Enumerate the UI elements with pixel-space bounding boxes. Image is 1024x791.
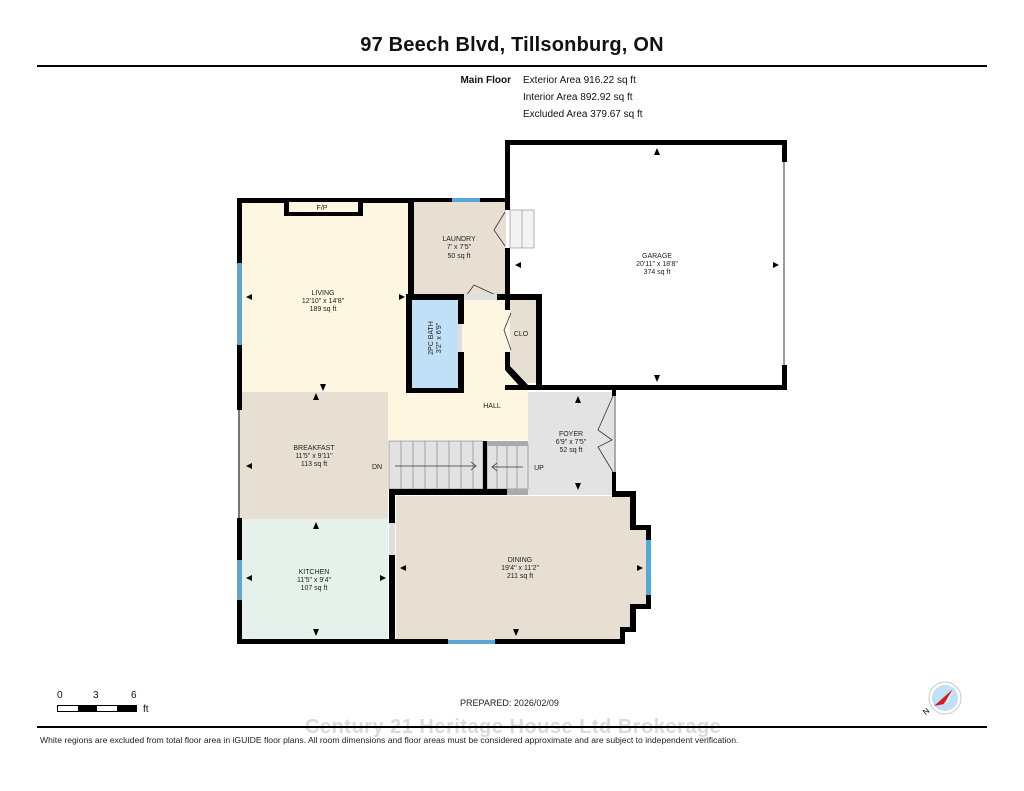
room-laundry[interactable] [414, 202, 506, 298]
room-breakfast[interactable] [240, 392, 388, 519]
room-labels: LIVING 12'10" x 14'8" 189 sq ft F/P LAUN… [293, 205, 678, 592]
exterior-area: Exterior Area 916.22 sq ft [523, 75, 636, 86]
dining-dims: 19'4" x 11'2" [501, 565, 539, 572]
garage-dims: 20'11" x 18'8" [636, 261, 678, 268]
bath-dims: 3'2" x 6'9" [436, 322, 443, 353]
stairs-up-label: UP [534, 465, 544, 472]
room-garage[interactable] [510, 143, 784, 387]
garage-steps [509, 209, 535, 249]
fireplace-label: F/P [317, 205, 328, 212]
floor-label: Main Floor [460, 75, 511, 86]
scale-tick-3: 3 [93, 690, 99, 701]
breakfast-dims: 11'5" x 9'11" [295, 453, 333, 460]
staircase[interactable] [388, 440, 529, 495]
garage-name: GARAGE [642, 253, 672, 260]
foyer-name: FOYER [559, 431, 583, 438]
dimension-arrows [246, 148, 779, 636]
compass-north-label: N [921, 706, 931, 717]
clo-name: CLO [514, 331, 529, 338]
garage-area: 374 sq ft [644, 269, 671, 276]
walls [237, 140, 787, 644]
kitchen-dims: 11'5" x 9'4" [297, 577, 331, 584]
room-clo[interactable] [510, 300, 536, 383]
laundry-dims: 7' x 7'5" [447, 244, 472, 251]
breakfast-name: BREAKFAST [293, 445, 335, 452]
foyer-area: 52 sq ft [560, 447, 583, 454]
excluded-area: Excluded Area 379.67 sq ft [523, 109, 643, 120]
living-dims: 12'10" x 14'8" [302, 298, 345, 305]
disclaimer: White regions are excluded from total fl… [40, 735, 739, 745]
header-divider [37, 65, 987, 67]
living-area: 189 sq ft [310, 306, 337, 313]
hall-name: HALL [483, 403, 501, 410]
room-fills [240, 143, 784, 640]
scale-bar-graphic [57, 705, 137, 712]
room-living[interactable] [240, 202, 410, 392]
scale-unit: ft [143, 704, 149, 715]
prepared-date: PREPARED: 2026/02/09 [460, 698, 559, 708]
scale-bar: 0 3 6 ft [57, 690, 157, 715]
scale-tick-0: 0 [57, 690, 63, 701]
doors [389, 211, 614, 555]
scale-tick-6: 6 [131, 690, 137, 701]
foyer-dims: 6'9" x 7'5" [556, 439, 587, 446]
breakfast-area: 113 sq ft [301, 461, 327, 468]
room-foyer[interactable] [528, 392, 616, 495]
room-kitchen[interactable] [240, 519, 388, 640]
page-title: 97 Beech Blvd, Tillsonburg, ON [360, 34, 664, 56]
dining-area: 211 sq ft [507, 573, 533, 580]
bath-name: 2PC BATH [428, 321, 435, 355]
area-list: Exterior Area 916.22 sq ft Interior Area… [523, 72, 643, 123]
kitchen-area: 107 sq ft [301, 585, 328, 592]
room-dining[interactable] [396, 496, 646, 640]
stairs-down-label: DN [372, 464, 382, 471]
room-bath[interactable] [412, 300, 458, 388]
living-name: LIVING [312, 290, 335, 297]
compass-icon: N [921, 681, 962, 717]
kitchen-name: KITCHEN [299, 569, 330, 576]
laundry-area: 50 sq ft [448, 253, 471, 260]
laundry-name: LAUNDRY [442, 236, 476, 243]
footer-divider [37, 726, 987, 728]
dining-name: DINING [508, 557, 533, 564]
interior-area: Interior Area 892.92 sq ft [523, 92, 633, 103]
windows [237, 198, 651, 644]
